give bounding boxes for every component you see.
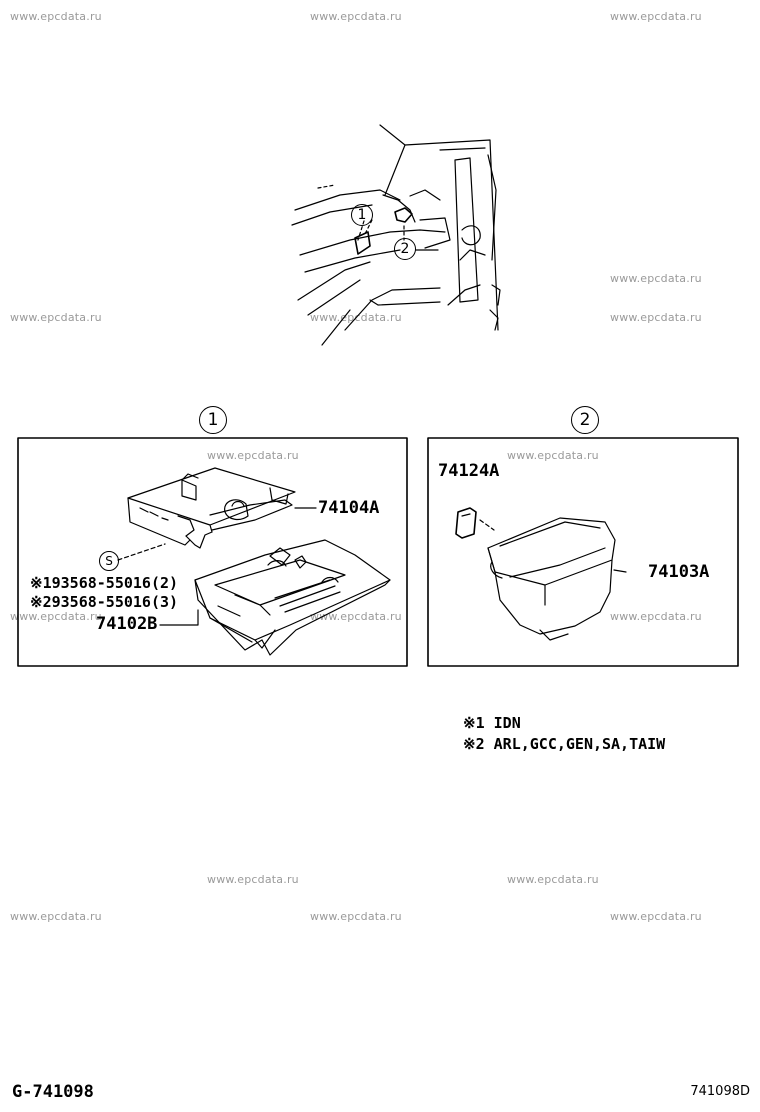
panel-1-frame bbox=[17, 437, 408, 667]
part-number-74103a: 74103A bbox=[648, 562, 710, 582]
watermark: www.epcdata.ru bbox=[610, 10, 702, 23]
part-number-74102b: 74102B bbox=[96, 614, 158, 634]
ashtray-drawer-drawing bbox=[159, 539, 391, 656]
figure-code: G-741098 bbox=[12, 1082, 94, 1102]
callout-1-panel-header: 1 bbox=[199, 406, 227, 434]
watermark: www.epcdata.ru bbox=[310, 910, 402, 923]
ash-receptacle-housing-drawing bbox=[127, 467, 317, 549]
callout-2-overview: 2 bbox=[394, 238, 416, 260]
figure-id: 741098D bbox=[690, 1084, 750, 1099]
fastener-s-marker: S bbox=[99, 551, 119, 571]
callout-1-overview: 1 bbox=[351, 204, 373, 226]
part-number-74104a: 74104A bbox=[318, 498, 380, 518]
ash-cup-drawing bbox=[487, 517, 627, 641]
watermark: www.epcdata.ru bbox=[310, 610, 402, 623]
watermark: www.epcdata.ru bbox=[507, 873, 599, 886]
watermark: www.epcdata.ru bbox=[610, 311, 702, 324]
watermark: www.epcdata.ru bbox=[10, 610, 102, 623]
interior-overview-drawing bbox=[291, 124, 501, 346]
callout-2-panel-header: 2 bbox=[571, 406, 599, 434]
watermark: www.epcdata.ru bbox=[610, 272, 702, 285]
watermark: www.epcdata.ru bbox=[610, 610, 702, 623]
part-number-74124a: 74124A bbox=[438, 461, 500, 481]
clip-drawing bbox=[455, 507, 495, 539]
part-number-93568-55016-idn: ※193568-55016(2) bbox=[30, 574, 179, 592]
watermark: www.epcdata.ru bbox=[207, 449, 299, 462]
note-1: ※1 IDN bbox=[463, 714, 521, 732]
note-2: ※2 ARL,GCC,GEN,SA,TAIW bbox=[463, 735, 666, 753]
watermark: www.epcdata.ru bbox=[207, 873, 299, 886]
panel-2-frame bbox=[427, 437, 739, 667]
watermark: www.epcdata.ru bbox=[10, 10, 102, 23]
watermark: www.epcdata.ru bbox=[10, 910, 102, 923]
watermark: www.epcdata.ru bbox=[507, 449, 599, 462]
watermark: www.epcdata.ru bbox=[310, 10, 402, 23]
part-number-93568-55016-gen: ※293568-55016(3) bbox=[30, 593, 179, 611]
watermark: www.epcdata.ru bbox=[10, 311, 102, 324]
watermark: www.epcdata.ru bbox=[610, 910, 702, 923]
